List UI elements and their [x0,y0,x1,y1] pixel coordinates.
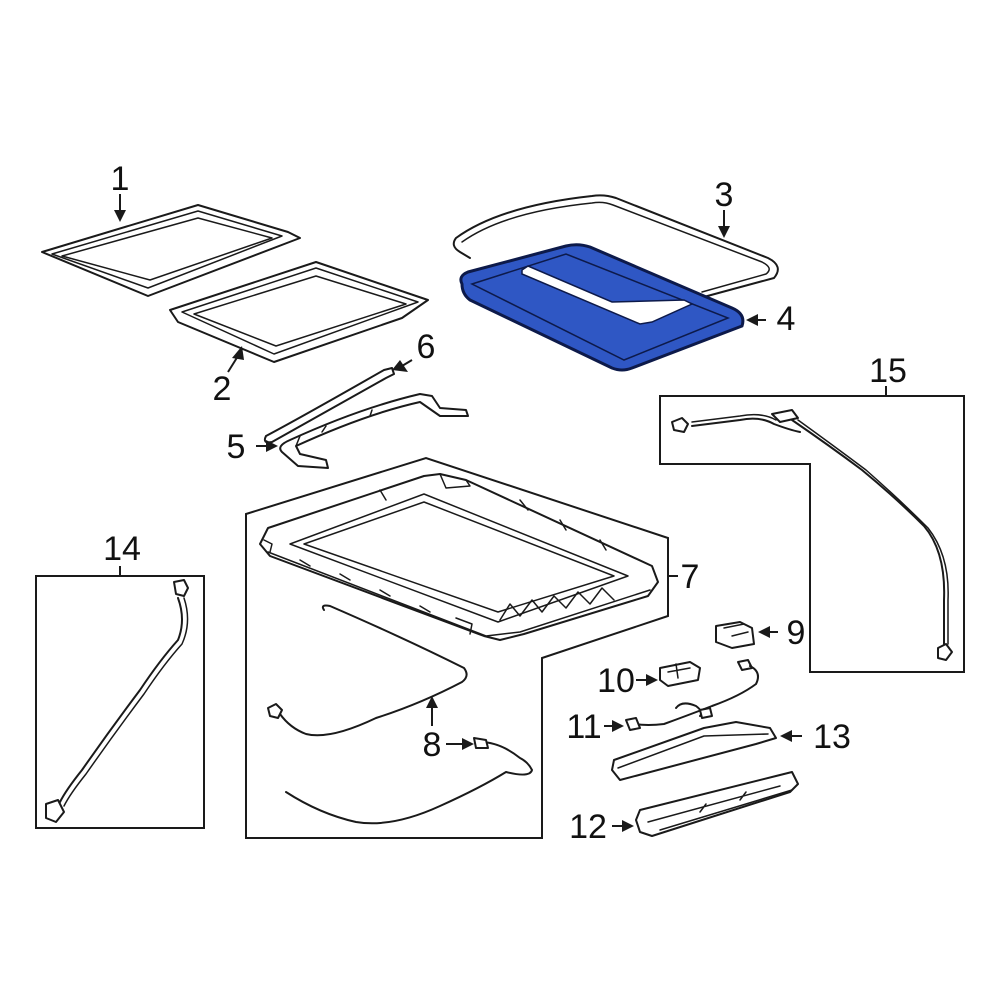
part-15-box [659,395,965,673]
callout-8[interactable]: 8 [423,726,442,764]
callout-2[interactable]: 2 [213,370,232,408]
part-12-trim-panel[interactable] [635,771,799,837]
part-7-sunroof-housing[interactable] [259,473,659,641]
part-1-glass-frame[interactable] [41,204,301,297]
part-2-glass-panel[interactable] [169,261,429,363]
callout-10[interactable]: 10 [597,662,635,700]
callout-13[interactable]: 13 [813,718,851,756]
callout-14[interactable]: 14 [103,530,141,568]
callout-1[interactable]: 1 [111,160,130,198]
part-7-box [245,456,669,839]
callout-12[interactable]: 12 [569,808,607,846]
callout-labels: 1 2 3 4 5 6 7 8 9 10 11 12 13 14 15 [103,160,907,846]
part-11-harness[interactable] [625,659,759,731]
callout-15[interactable]: 15 [869,352,907,390]
glass-inner-edge [470,253,731,361]
part-9-clip[interactable] [715,621,755,649]
callout-7[interactable]: 7 [681,558,700,596]
callout-6[interactable]: 6 [417,328,436,366]
part-14-drain-hose[interactable] [45,579,189,823]
part-8-drain-hoses[interactable] [267,604,533,825]
part-3-weatherstrip[interactable] [452,194,779,299]
part-5-deflector[interactable] [279,393,469,469]
callout-3[interactable]: 3 [715,176,734,214]
part-14-box [35,575,205,829]
callout-4[interactable]: 4 [777,300,796,338]
leader-lines [114,194,887,832]
callout-5[interactable]: 5 [227,428,246,466]
part-15-drain-hose[interactable] [671,409,953,661]
glass-reflection-strip [521,265,694,325]
part-13-garnish[interactable] [611,721,777,781]
callout-9[interactable]: 9 [787,614,806,652]
callout-11[interactable]: 11 [566,708,601,746]
part-4-sunroof-glass[interactable] [459,243,745,372]
part-10-motor[interactable] [659,661,701,687]
